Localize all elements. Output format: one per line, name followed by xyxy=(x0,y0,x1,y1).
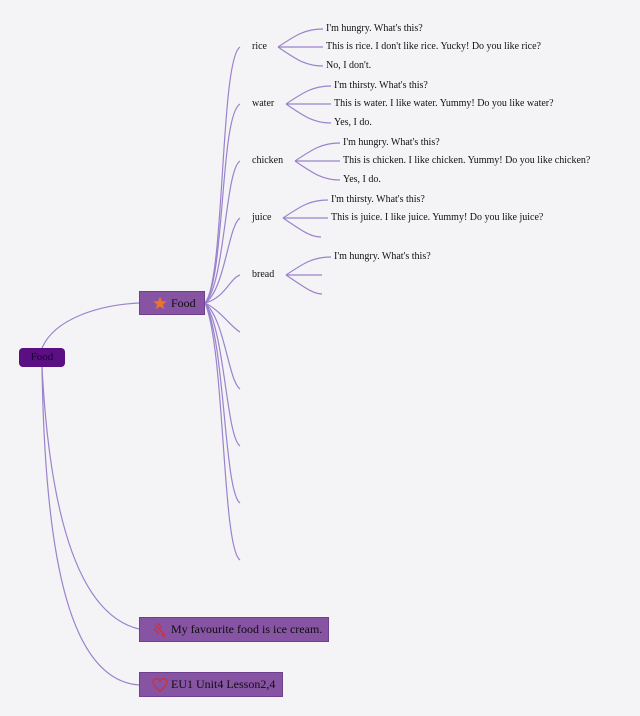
water-line-2[interactable]: This is water. I like water. Yummy! Do y… xyxy=(334,98,554,109)
rice-line-1[interactable]: I'm hungry. What's this? xyxy=(326,23,423,34)
heart-icon xyxy=(152,677,168,693)
connector-chicken-line-3 xyxy=(294,160,341,181)
branch-node-favourite-label: My favourite food is ice cream. xyxy=(171,622,323,636)
connector-food-juice xyxy=(204,217,241,304)
connector-food-empty-2 xyxy=(204,302,241,390)
connector-food-chicken xyxy=(204,160,241,304)
subnode-chicken[interactable]: chicken xyxy=(252,155,284,166)
water-line-1[interactable]: I'm thirsty. What's this? xyxy=(334,80,428,91)
connector-rice-line-1 xyxy=(277,28,324,48)
subnode-water[interactable]: water xyxy=(252,98,275,109)
chicken-line-1[interactable]: I'm hungry. What's this? xyxy=(343,137,440,148)
branch-node-food-label: Food xyxy=(171,295,196,310)
connector-juice-line-1 xyxy=(282,199,329,219)
connector-root-food xyxy=(41,302,140,349)
juice-line-1[interactable]: I'm thirsty. What's this? xyxy=(331,194,425,205)
ice-cream-icon xyxy=(152,622,168,638)
connector-root-lesson xyxy=(41,366,140,686)
connector-food-empty-4 xyxy=(204,302,241,504)
connector-food-empty-3 xyxy=(204,302,241,447)
chicken-line-2[interactable]: This is chicken. I like chicken. Yummy! … xyxy=(343,155,591,166)
connector-water-line-3 xyxy=(285,103,332,124)
connector-food-bread xyxy=(204,274,241,304)
chicken-line-3[interactable]: Yes, I do. xyxy=(343,174,381,185)
branch-node-food[interactable]: Food xyxy=(139,291,205,315)
root-node[interactable]: Food xyxy=(19,348,65,367)
subnode-juice[interactable]: juice xyxy=(252,212,272,223)
branch-node-lesson-label: EU1 Unit4 Lesson2,4 xyxy=(171,677,276,691)
connector-water-line-1 xyxy=(285,85,332,105)
connector-food-empty-1 xyxy=(204,302,241,333)
branch-node-favourite[interactable]: My favourite food is ice cream. xyxy=(139,617,329,642)
water-line-3[interactable]: Yes, I do. xyxy=(334,117,372,128)
connector-rice-line-3 xyxy=(277,46,324,67)
subnode-bread[interactable]: bread xyxy=(252,269,275,280)
connector-juice-line-3 xyxy=(282,217,322,238)
connector-food-rice xyxy=(204,46,241,304)
connector-food-water xyxy=(204,103,241,304)
connector-bread-line-1 xyxy=(285,256,332,276)
bread-line-1[interactable]: I'm hungry. What's this? xyxy=(334,251,431,262)
subnode-rice[interactable]: rice xyxy=(252,41,267,52)
root-node-label: Food xyxy=(30,351,54,363)
connector-bread-line-3 xyxy=(285,274,323,295)
connector-root-favourite xyxy=(41,366,140,630)
juice-line-2[interactable]: This is juice. I like juice. Yummy! Do y… xyxy=(331,212,544,223)
rice-line-3[interactable]: No, I don't. xyxy=(326,60,372,71)
branch-node-lesson[interactable]: EU1 Unit4 Lesson2,4 xyxy=(139,672,283,697)
connector-food-empty-5 xyxy=(204,302,241,561)
star-icon xyxy=(152,295,168,311)
rice-line-2[interactable]: This is rice. I don't like rice. Yucky! … xyxy=(326,41,541,52)
connector-chicken-line-1 xyxy=(294,142,341,162)
